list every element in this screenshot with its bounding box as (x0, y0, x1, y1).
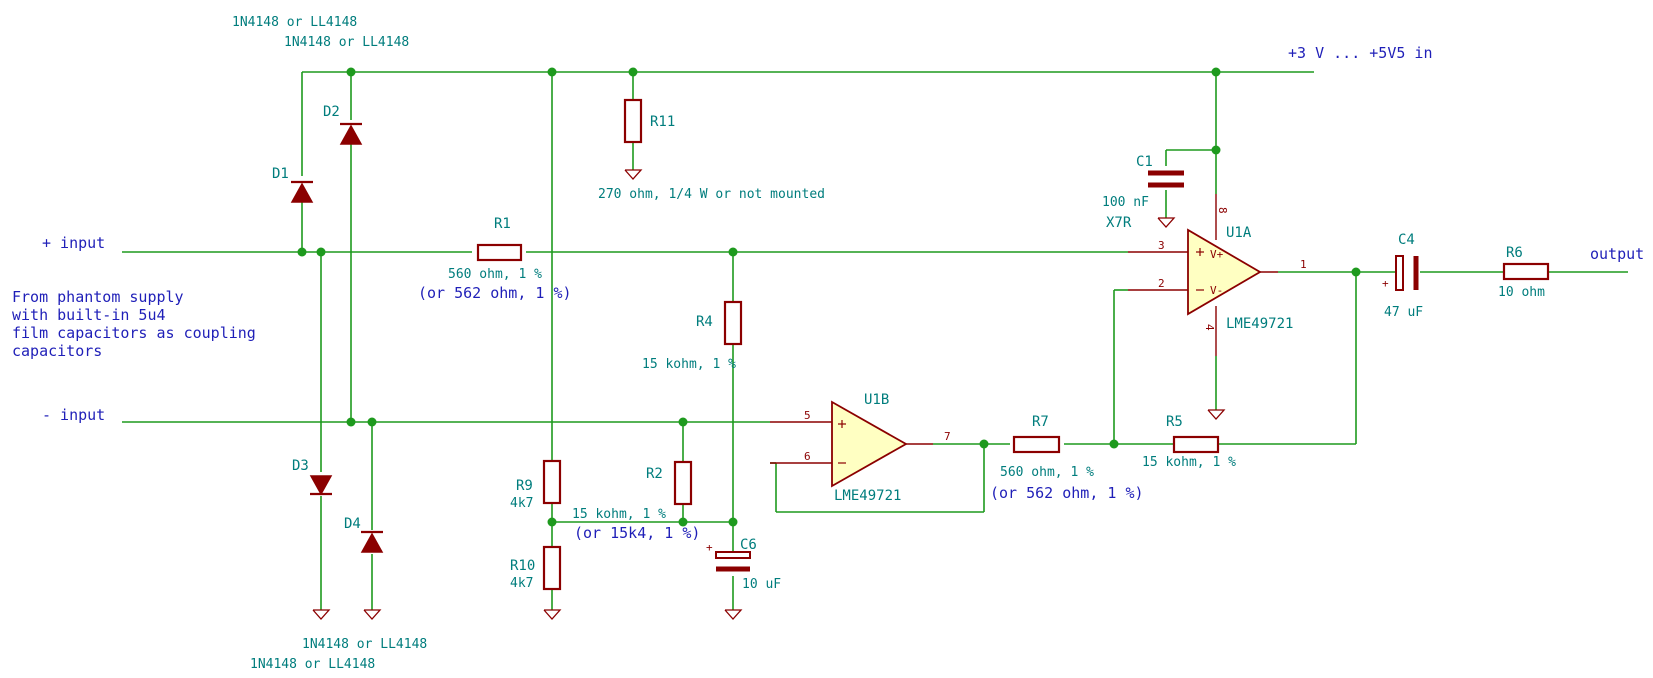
diode-d1 (290, 180, 314, 203)
resistor-r1 (476, 243, 523, 262)
opamp-u1b (770, 400, 933, 488)
capacitor-c4: + (1382, 255, 1419, 291)
svg-text:V+: V+ (1210, 248, 1224, 261)
note-line-2: with built-in 5u4 (12, 306, 166, 324)
resistor-ref-r11: R11 (650, 114, 675, 130)
resistor-alt-r1: (or 562 ohm, 1 %) (418, 284, 572, 302)
capacitor-value-c6: 10 uF (742, 577, 781, 592)
net-label-supply: +3 V ... +5V5 in (1288, 44, 1433, 62)
resistor-r6 (1502, 262, 1550, 281)
u1b-pin-out: 7 (944, 430, 951, 443)
resistor-value-r6: 10 ohm (1498, 285, 1545, 300)
resistor-value-r2: 15 kohm, 1 % (572, 507, 666, 522)
resistor-value-r5: 15 kohm, 1 % (1142, 455, 1236, 470)
resistor-value-r7: 560 ohm, 1 % (1000, 465, 1094, 480)
capacitor-ref-c1: C1 (1136, 154, 1153, 170)
resistor-value-r4: 15 kohm, 1 % (642, 357, 736, 372)
note-line-3: film capacitors as coupling (12, 324, 256, 342)
net-label-output: output (1590, 245, 1644, 263)
diode-ref-d3: D3 (292, 458, 309, 474)
diode-value-bottom-2: 1N4148 or LL4148 (250, 657, 375, 672)
resistor-r9 (542, 459, 562, 505)
note-line-4: capacitors (12, 342, 102, 360)
diode-value-top-1: 1N4148 or LL4148 (232, 15, 357, 30)
resistor-ref-r2: R2 (646, 466, 663, 482)
capacitor-c6: + (706, 541, 751, 572)
u1a-pin-plus: 3 (1158, 239, 1165, 252)
capacitor-dielectric-c1: X7R (1106, 215, 1132, 231)
resistor-alt-r7: (or 562 ohm, 1 %) (990, 484, 1144, 502)
resistor-ref-r9: R9 (516, 478, 533, 494)
resistor-r11 (623, 98, 643, 144)
u1b-pin-minus: 6 (804, 450, 811, 463)
opamp-ref-u1a: U1A (1226, 225, 1252, 241)
net-label-minus-input: - input (42, 406, 105, 424)
resistor-r4 (723, 300, 743, 346)
resistor-r2 (673, 460, 693, 506)
u1a-pin-minus: 2 (1158, 277, 1165, 290)
resistor-ref-r7: R7 (1032, 414, 1049, 430)
resistor-ref-r5: R5 (1166, 414, 1183, 430)
ground-symbols (312, 169, 1226, 620)
diode-ref-d1: D1 (272, 166, 289, 182)
resistor-value-r11: 270 ohm, 1/4 W or not mounted (598, 187, 825, 202)
capacitor-ref-c6: C6 (740, 537, 757, 553)
resistor-alt-r2: (or 15k4, 1 %) (574, 524, 700, 542)
diode-d4 (360, 530, 384, 553)
u1a-pin-vplus: 8 (1216, 207, 1229, 214)
capacitor-value-c1: 100 nF (1102, 195, 1149, 210)
u1b-pin-plus: 5 (804, 409, 811, 422)
diode-value-top-2: 1N4148 or LL4148 (284, 35, 409, 50)
opamp-part-u1a: LME49721 (1226, 316, 1293, 332)
resistor-value-r10: 4k7 (510, 576, 533, 591)
resistor-ref-r6: R6 (1506, 245, 1523, 261)
opamp-part-u1b: LME49721 (834, 488, 901, 504)
u1a-pin-vminus: 4 (1203, 324, 1216, 331)
diode-ref-d2: D2 (323, 104, 340, 120)
capacitor-ref-c4: C4 (1398, 232, 1415, 248)
capacitor-value-c4: 47 uF (1384, 305, 1423, 320)
resistor-ref-r10: R10 (510, 558, 535, 574)
diode-d3 (309, 475, 333, 496)
svg-text:+: + (1382, 277, 1389, 290)
capacitor-c1 (1148, 170, 1184, 188)
svg-text:V-: V- (1210, 284, 1223, 297)
net-label-plus-input: + input (42, 234, 105, 252)
diode-ref-d4: D4 (344, 516, 361, 532)
u1a-pin-out: 1 (1300, 258, 1307, 271)
diode-value-bottom-1: 1N4148 or LL4148 (302, 637, 427, 652)
junction-dots (297, 67, 1361, 527)
resistor-r10 (542, 545, 562, 591)
opamp-ref-u1b: U1B (864, 392, 889, 408)
opamp-u1a: V+ V- (1128, 194, 1278, 356)
note-line-1: From phantom supply (12, 288, 184, 306)
resistor-value-r1: 560 ohm, 1 % (448, 267, 542, 282)
resistor-value-r9: 4k7 (510, 496, 533, 511)
resistor-r7 (1012, 435, 1061, 454)
svg-text:+: + (706, 541, 713, 554)
resistor-r5 (1172, 435, 1220, 454)
resistor-ref-r1: R1 (494, 216, 511, 232)
diode-d2 (339, 122, 363, 145)
resistor-ref-r4: R4 (696, 314, 713, 330)
